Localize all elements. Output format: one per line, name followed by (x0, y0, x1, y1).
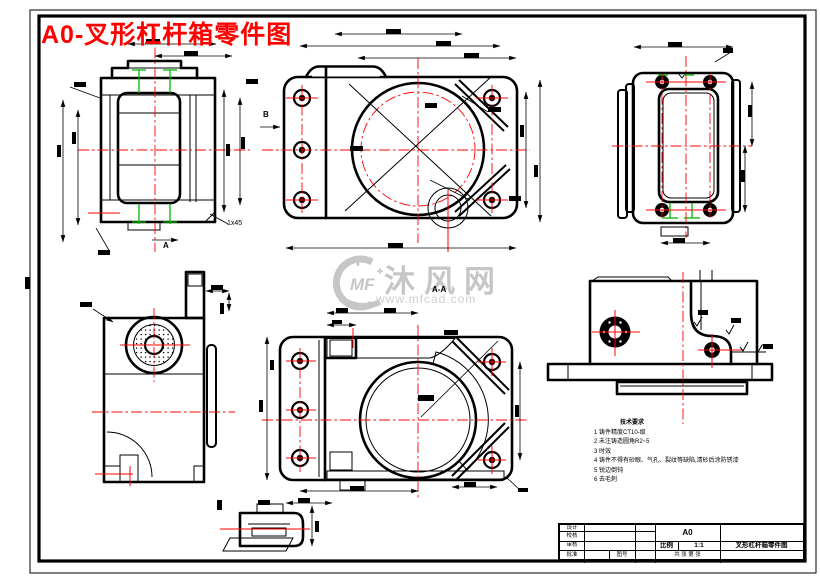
dimension-lines (60, 41, 243, 253)
view-bottom-right-profile (546, 270, 774, 424)
dim-text-marks (259, 308, 528, 503)
frame-centering-mark (25, 277, 30, 289)
view-label-b: B (263, 110, 269, 119)
tb-row-design: 设计 (566, 525, 578, 531)
tb-part-name: 叉形杠杆箱零件图 (735, 542, 788, 549)
tech-note-line: 3 时效 (594, 448, 612, 455)
tb-sheet-info: 共 张 第 张 (674, 551, 701, 558)
tech-notes: 技术要求 1 铸件精度CT10-级 2 未注铸造圆角R2~5 3 时效 4 铸件… (594, 419, 764, 486)
section-label-a: A (163, 241, 169, 250)
dim-text-marks (80, 285, 224, 314)
view-left-section (57, 28, 258, 255)
watermark-brand: 沐风网 (384, 264, 504, 299)
chamfer-label: 1x45 (227, 220, 243, 227)
tb-row-review: 审核 (566, 542, 578, 548)
tech-note-line: 6 去毛刺 (594, 477, 618, 483)
section-label-aa: A-A (432, 285, 447, 294)
tech-note-line: 4 铸件不得有砂眼、气孔、裂纹等缺陷,清砂后涂防锈漆 (594, 458, 739, 464)
title-block: 设计 校核 审核 批准 图号 A0 比例 1:1 共 张 第 张 叉形杠杆箱零件… (558, 523, 805, 563)
tech-note-line: 1 铸件精度CT10-级 (594, 429, 646, 436)
dimension-lines (92, 288, 232, 323)
dim-text-marks (668, 42, 752, 243)
tb-scale-label: 比例 (660, 542, 673, 549)
thread-feature-marks (132, 69, 177, 224)
corner-ribs (451, 336, 510, 481)
dimension-lines (285, 31, 543, 251)
tb-scale-value: 1:1 (694, 542, 704, 549)
page-title: A0-叉形杠杆箱零件图 (41, 21, 293, 49)
tb-drawing-no-label: 图号 (616, 551, 628, 558)
tech-note-line: 2 未注铸造圆角R2~5 (594, 439, 650, 445)
watermark-url: www.mfcad.com (376, 292, 477, 306)
tech-notes-title: 技术要求 (620, 420, 645, 426)
dim-text-marks (57, 39, 258, 255)
view-right-side (612, 42, 755, 246)
sheet-border (25, 9, 817, 574)
dim-text-marks (217, 500, 319, 532)
surface-finish-marks (693, 310, 773, 353)
tb-format: A0 (682, 528, 693, 537)
tb-row-check: 校核 (566, 533, 578, 539)
view-detail-plug (217, 500, 319, 552)
tb-row-approve: 批准 (566, 551, 578, 558)
mf-logo-icon: MF (332, 255, 383, 311)
view-front (260, 29, 543, 252)
dim-text-marks (350, 29, 538, 248)
svg-text:MF: MF (350, 275, 375, 294)
view-left-profile (80, 270, 235, 486)
view-section-aa (259, 308, 528, 506)
tech-note-line: 5 锐边倒钝 (594, 467, 624, 474)
